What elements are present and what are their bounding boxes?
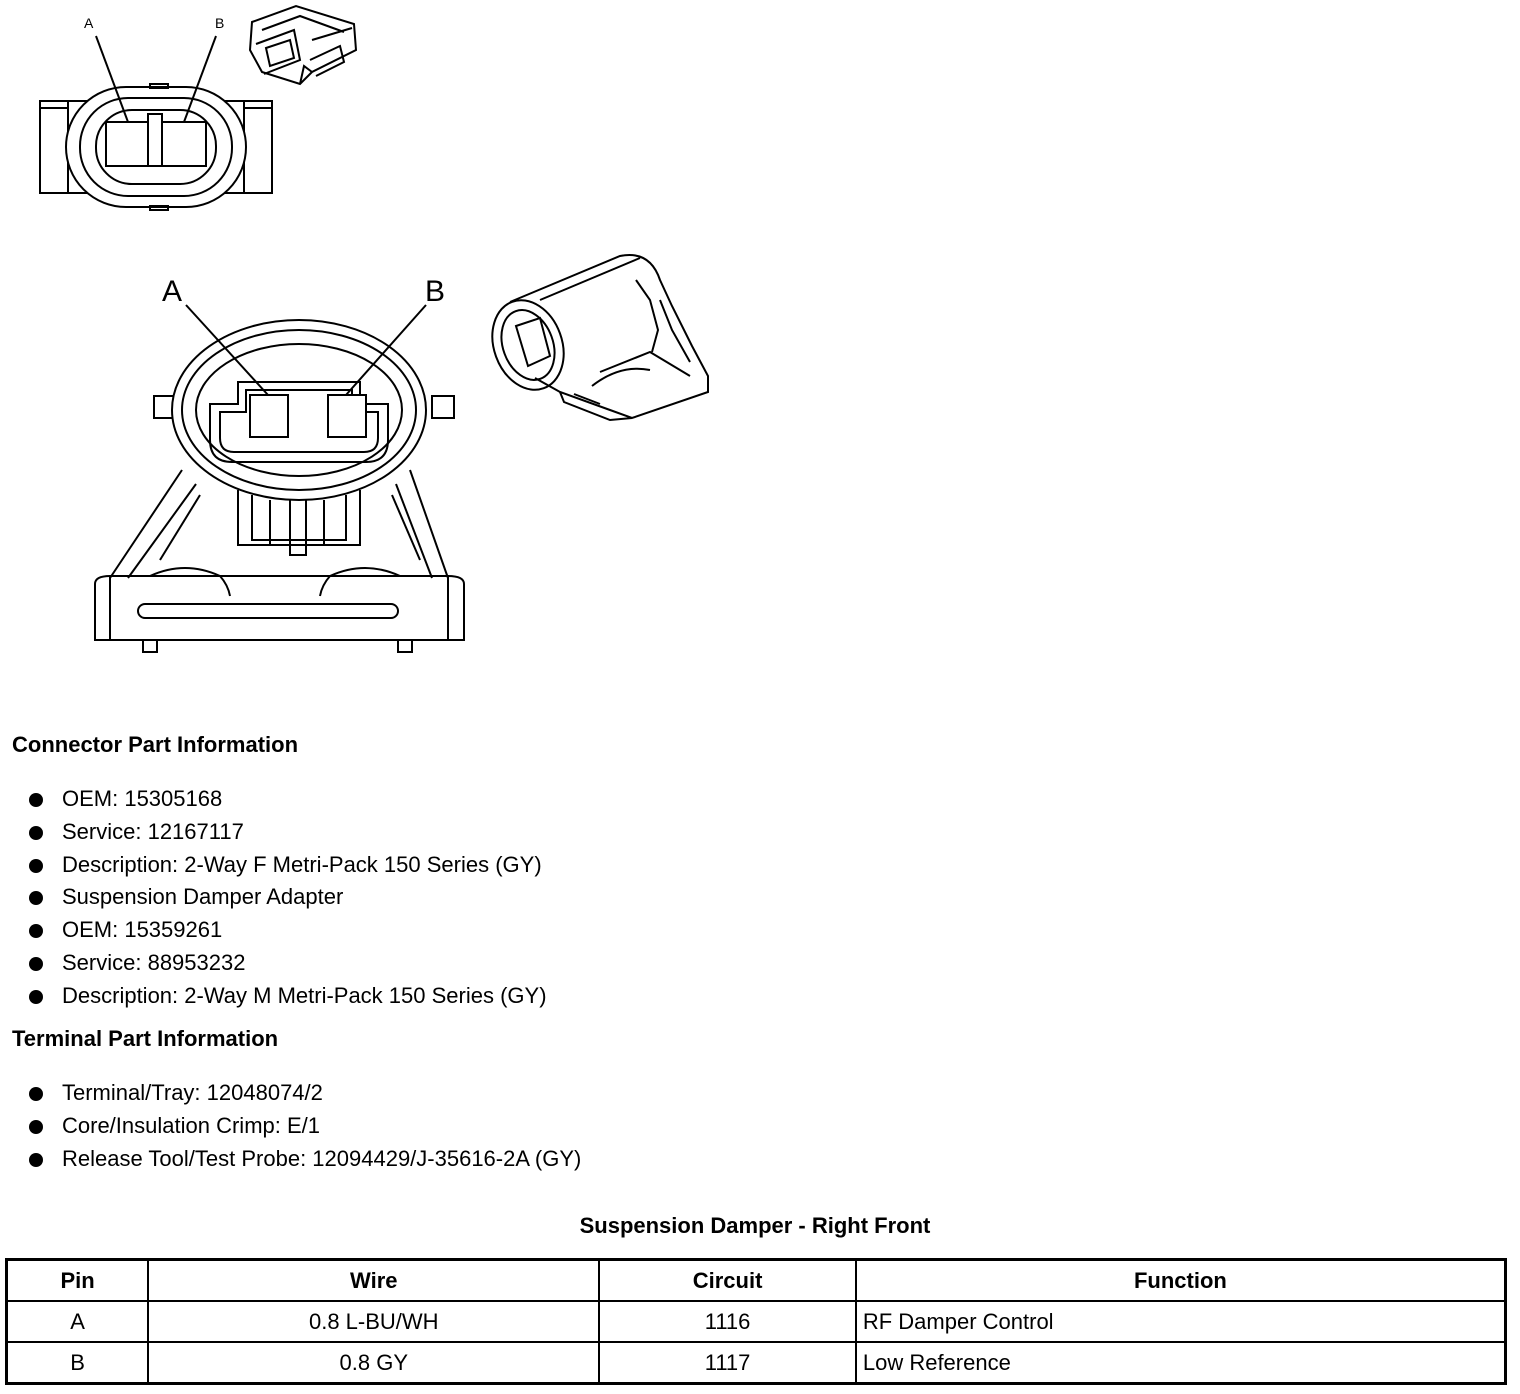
list-item-text: Description: 2-Way F Metri-Pack 150 Seri… (62, 851, 542, 877)
list-item: Core/Insulation Crimp: E/1 (28, 1110, 581, 1143)
table-row: B 0.8 GY 1117 Low Reference (5, 1341, 1507, 1385)
list-item: Terminal/Tray: 12048074/2 (28, 1077, 581, 1110)
table-row: A 0.8 L-BU/WH 1116 RF Damper Control (5, 1300, 1507, 1343)
connector-diagrams: A B A B (39, 4, 709, 653)
large-pin-a-label: A (162, 275, 182, 308)
large-pin-b-label: B (425, 275, 445, 308)
cell-pin: B (5, 1341, 150, 1385)
list-item: Service: 88953232 (28, 947, 547, 980)
small-connector-face (39, 35, 273, 211)
bullet-icon (29, 1119, 43, 1134)
large-connector-face (94, 304, 465, 653)
bullet-icon (29, 924, 43, 939)
table-header-row: Pin Wire Circuit Function (5, 1258, 1507, 1302)
bullet-icon (29, 891, 43, 906)
list-item: Description: 2-Way M Metri-Pack 150 Seri… (28, 980, 547, 1013)
list-item-text: Release Tool/Test Probe: 12094429/J-3561… (62, 1145, 582, 1171)
large-connector-iso (491, 254, 709, 422)
bullet-icon (29, 793, 43, 807)
column-header-pin: Pin (5, 1258, 150, 1302)
list-item: Service: 12167117 (28, 816, 547, 849)
list-item-text: Core/Insulation Crimp: E/1 (62, 1112, 320, 1138)
small-pin-b-label: B (215, 15, 224, 31)
small-pin-a-label: A (84, 15, 94, 31)
bullet-icon (29, 825, 43, 840)
bullet-icon (29, 1152, 43, 1167)
column-header-circuit: Circuit (598, 1258, 857, 1302)
small-connector-iso (248, 4, 358, 86)
cell-function: Low Reference (854, 1341, 1507, 1385)
list-item-text: Service: 88953232 (62, 949, 246, 975)
connector-info-list: OEM: 15305168 Service: 12167117 Descript… (28, 783, 547, 1013)
table-title: Suspension Damper - Right Front (579, 1213, 931, 1238)
cell-wire: 0.8 GY (147, 1341, 601, 1385)
list-item: Suspension Damper Adapter (28, 881, 547, 914)
list-item-text: Suspension Damper Adapter (62, 884, 344, 910)
list-item-text: Description: 2-Way M Metri-Pack 150 Seri… (62, 982, 547, 1008)
cell-pin: A (5, 1300, 150, 1343)
terminal-info-heading: Terminal Part Information (12, 1026, 279, 1051)
cell-circuit: 1117 (598, 1341, 857, 1385)
list-item: Description: 2-Way F Metri-Pack 150 Seri… (28, 849, 547, 882)
cell-circuit: 1116 (598, 1300, 857, 1343)
bullet-icon (29, 1087, 43, 1101)
list-item: OEM: 15359261 (28, 914, 547, 947)
pinout-table: Pin Wire Circuit Function A 0.8 L-BU/WH … (5, 1258, 1507, 1385)
list-item-text: OEM: 15359261 (62, 917, 223, 943)
connector-info-heading: Connector Part Information (12, 732, 299, 757)
list-item-text: OEM: 15305168 (62, 786, 223, 811)
cell-wire: 0.8 L-BU/WH (147, 1300, 601, 1343)
bullet-icon (29, 858, 43, 873)
column-header-function: Function (854, 1258, 1507, 1302)
terminal-info-list: Terminal/Tray: 12048074/2 Core/Insulatio… (28, 1077, 581, 1175)
bullet-icon (29, 956, 43, 971)
column-header-wire: Wire (147, 1258, 601, 1302)
list-item-text: Service: 12167117 (62, 818, 244, 844)
list-item: Release Tool/Test Probe: 12094429/J-3561… (28, 1143, 581, 1176)
list-item: OEM: 15305168 (28, 783, 547, 816)
bullet-icon (29, 989, 43, 1004)
cell-function: RF Damper Control (854, 1300, 1507, 1343)
list-item-text: Terminal/Tray: 12048074/2 (62, 1080, 323, 1105)
